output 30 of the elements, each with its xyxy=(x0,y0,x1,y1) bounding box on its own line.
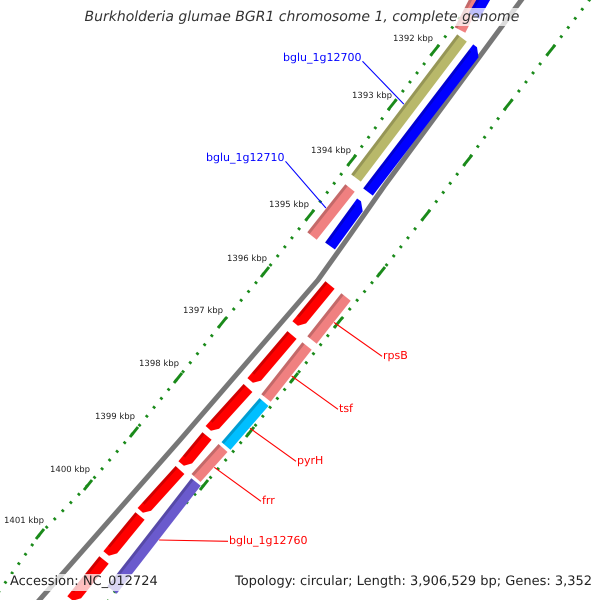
leader-line xyxy=(334,322,382,357)
tick-label: 1396 kbp xyxy=(227,255,268,265)
leader-line xyxy=(214,466,262,502)
tick-label: 1398 kbp xyxy=(139,360,180,370)
gene-label: rpsB xyxy=(383,350,408,363)
gene-bar xyxy=(261,342,312,402)
gene-bar xyxy=(307,293,351,344)
leader-line xyxy=(291,376,338,410)
tick-label: 1392 kbp xyxy=(393,35,434,45)
gene-bar xyxy=(221,398,268,450)
gene-label: bglu_1g12710 xyxy=(206,152,284,165)
accession-text: Accession: NC_012724 xyxy=(8,574,160,591)
leader-line xyxy=(362,60,404,104)
tick-label: 1397 kbp xyxy=(183,307,224,317)
gene-label: bglu_1g12700 xyxy=(283,52,362,65)
leader-line xyxy=(285,160,326,208)
gene-label: tsf xyxy=(339,403,353,416)
tick-label: 1395 kbp xyxy=(269,201,310,211)
gene-label: pyrH xyxy=(297,455,324,468)
leader-line xyxy=(250,428,296,462)
tick-label: 1393 kbp xyxy=(352,92,392,102)
tick-label: 1400 kbp xyxy=(50,466,90,476)
gene-bar xyxy=(192,444,228,482)
gene-label: frr xyxy=(262,495,275,508)
tick-label: 1394 kbp xyxy=(311,147,352,157)
tick-label: 1399 kbp xyxy=(95,413,136,423)
leader-line xyxy=(159,539,228,542)
gene-label: bglu_1g12760 xyxy=(229,535,308,548)
gene-bar xyxy=(307,184,355,240)
tick-label: 1401 kbp xyxy=(4,517,44,527)
